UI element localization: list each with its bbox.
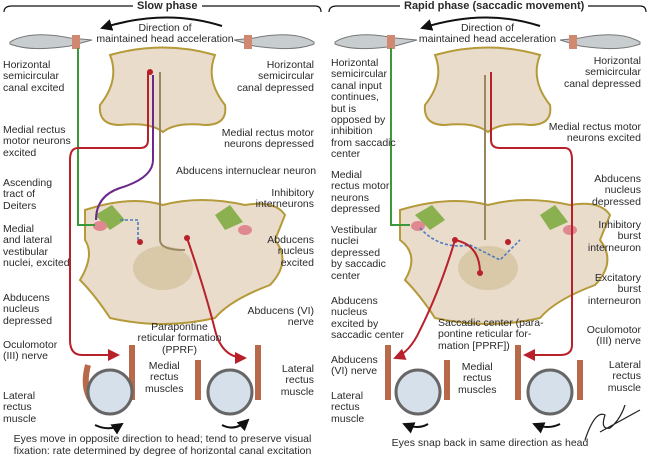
head-direction-arrow-right (420, 16, 541, 31)
rapid-phase-caption: Eyes snap back in same direction as head (391, 437, 589, 449)
abducens-nerve-path (186, 237, 247, 364)
midbrain-section-rapid (423, 46, 552, 134)
internuclear-neuron (159, 72, 186, 251)
rapid-phase-title: Rapid phase (saccadic movement) (400, 0, 589, 12)
oculomotor-nerve-path-rapid (490, 72, 573, 361)
inhibitory-interneuron-path (120, 219, 139, 240)
inhibitory-burst-label: Inhibitory burst interneuron (587, 219, 641, 254)
abducens-excited-label: Abducens nucleus excited (267, 234, 314, 269)
lateral-rectus-left-label: Lateral rectus muscle (3, 390, 37, 425)
pprf-region (133, 246, 193, 290)
saccadic-center-region (458, 246, 518, 290)
ascending-tract-deiters (95, 75, 154, 221)
canal-depressed-label-rapid: Horizontal semicircular canal depressed (563, 55, 641, 90)
slow-phase-art (9, 34, 315, 435)
oculomotor-nerve-path (69, 72, 149, 361)
mr-depressed-label: Medial rectus motor neurons depressed (221, 127, 314, 151)
lateral-rectus-right-label: Lateral rectus muscle (280, 363, 314, 398)
abducens-nerve-label: Abducens (VI) nerve (247, 305, 314, 329)
head-direction-arrow-left (100, 16, 223, 31)
abducens-excited-label-rapid: Abducens nucleus excited by saccadic cen… (331, 295, 404, 342)
abducens-nerve-label-rapid: Abducens (VI) nerve (331, 354, 378, 378)
vestibular-nucleus-right (215, 205, 243, 230)
mr-excited-label: Medial rectus motor neurons excited (3, 124, 71, 159)
eye-left (82, 345, 135, 435)
vestibular-nuclei-label: Medial and lateral vestibular nuclei, ex… (3, 223, 70, 270)
medial-rectus-label: Medial rectus muscles (145, 360, 184, 395)
midbrain-section (98, 46, 227, 134)
saccadic-center-label: Saccadic center (para- pontine reticular… (438, 317, 544, 352)
oculomotor-label-rapid: Oculomotor (III) nerve (586, 324, 641, 348)
inhibitory-interneurons-label: Inhibitory interneurons (255, 187, 314, 211)
inhibitory-burst-path (419, 227, 521, 261)
signature-mark (584, 404, 641, 441)
semicircular-canal-left (9, 34, 93, 50)
eye-right-rapid (515, 345, 583, 434)
abducens-nerve-path-rapid (393, 238, 481, 360)
internuclear-label: Abducens internuclear neuron (176, 165, 317, 177)
mr-depressed-label-rapid: Medial rectus motor neurons depressed (331, 169, 390, 216)
eye-right (195, 345, 261, 432)
lateral-rectus-left-label-rapid: Lateral rectus muscle (331, 390, 365, 425)
medial-rectus-label-rapid: Medial rectus muscles (458, 361, 497, 396)
lateral-rectus-right-label-rapid: Lateral rectus muscle (607, 359, 641, 394)
vestibular-afferent (77, 48, 95, 226)
canal-input-label: Horizontal semicircular canal input cont… (331, 57, 396, 161)
direction-label: Direction of maintained head acceleratio… (96, 22, 234, 46)
direction-label-rapid: Direction of maintained head acceleratio… (418, 22, 557, 46)
oculomotor-label: Oculomotor (III) nerve (3, 339, 58, 363)
semicircular-canal-left-rapid (334, 34, 418, 50)
pprf-label: Parapontine reticular formation (PPRF) (137, 321, 222, 356)
canal-excited-label: Horizontal semicircular canal excited (3, 59, 65, 94)
vestibular-afferent-rapid (390, 48, 410, 226)
abducens-depressed-label-rapid: Abducens nucleus depressed (591, 173, 641, 208)
slow-phase-title: Slow phase (133, 0, 202, 12)
canal-depressed-label: Horizontal semicircular canal depressed (236, 59, 314, 94)
mr-excited-label-rapid: Medial rectus motor neurons excited (548, 121, 641, 145)
semicircular-canal-right (233, 34, 315, 50)
vestibular-nucleus-left (95, 205, 125, 230)
abducens-depressed-label: Abducens nucleus depressed (3, 292, 53, 327)
excitatory-burst-label: Excitatory burst interneuron (587, 272, 641, 307)
slow-phase-caption: Eyes move in opposite direction to head;… (13, 433, 312, 456)
semicircular-canal-right-rapid (559, 34, 641, 50)
rapid-phase-art (334, 34, 641, 434)
eye-left-rapid (385, 345, 450, 434)
vestibular-depressed-label: Vestibular nuclei depressed by saccadic … (331, 224, 386, 282)
deiters-label: Ascending tract of Deiters (3, 177, 53, 212)
